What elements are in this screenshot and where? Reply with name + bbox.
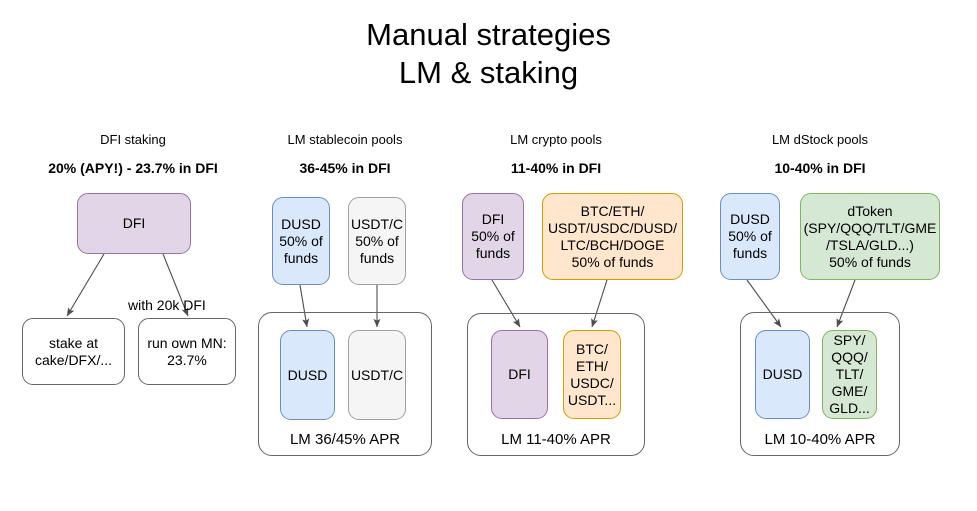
edge-label-with-20k-dfi: with 20k DFI: [128, 297, 206, 313]
pool-group-lm-crypto: [467, 313, 645, 456]
node-dtoken-50-percent[interactable]: dToken (SPY/QQQ/TLT/GME /TSLA/GLD...) 50…: [800, 193, 940, 280]
column-head-dfi-staking: DFI staking: [100, 132, 166, 147]
column-sub-dfi-staking: 20% (APY!) - 23.7% in DFI: [48, 160, 218, 176]
column-sub-lm-stablecoin-pools: 36-45% in DFI: [299, 160, 391, 176]
node-pool-dusd-dstock[interactable]: DUSD: [755, 330, 810, 419]
pool-group-lm-stablecoin: [258, 312, 432, 456]
pool-group-lm-dstock: [740, 312, 900, 456]
node-stake-at-cake[interactable]: stake at cake/DFX/...: [22, 318, 125, 385]
pool-label-lm-crypto: LM 11-40% APR: [501, 431, 611, 448]
node-dusd-50-percent-dstock[interactable]: DUSD 50% of funds: [720, 193, 780, 280]
node-dfi-50-percent[interactable]: DFI 50% of funds: [462, 193, 524, 280]
node-pool-dstock-basket[interactable]: SPY/ QQQ/ TLT/ GME/ GLD...: [822, 330, 877, 419]
node-run-own-mn[interactable]: run own MN: 23.7%: [138, 318, 236, 385]
node-crypto-basket-50-percent[interactable]: BTC/ETH/ USDT/USDC/DUSD/ LTC/BCH/DOGE 50…: [542, 193, 683, 280]
node-pool-usdtc[interactable]: USDT/C: [348, 330, 406, 420]
pool-label-lm-dstock: LM 10-40% APR: [764, 431, 876, 448]
column-head-lm-crypto-pools: LM crypto pools: [510, 132, 602, 147]
column-head-lm-stablecoin-pools: LM stablecoin pools: [287, 132, 403, 147]
node-pool-crypto-basket[interactable]: BTC/ ETH/ USDC/ USDT...: [563, 330, 621, 419]
column-sub-lm-crypto-pools: 11-40% in DFI: [510, 160, 602, 176]
column-sub-lm-dstock-pools: 10-40% in DFI: [774, 160, 866, 176]
column-head-lm-dstock-pools: LM dStock pools: [771, 132, 869, 147]
edge-dfi-to-stake-at-cake: [66, 253, 105, 317]
node-dusd-50-percent[interactable]: DUSD 50% of funds: [272, 197, 330, 285]
node-pool-dfi[interactable]: DFI: [491, 330, 548, 419]
node-pool-dusd[interactable]: DUSD: [280, 330, 335, 420]
pool-label-lm-stablecoin: LM 36/45% APR: [289, 431, 401, 448]
node-usdtc-50-percent[interactable]: USDT/C 50% of funds: [348, 197, 406, 285]
page-title: Manual strategies LM & staking: [366, 17, 611, 90]
node-dfi[interactable]: DFI: [77, 193, 191, 254]
